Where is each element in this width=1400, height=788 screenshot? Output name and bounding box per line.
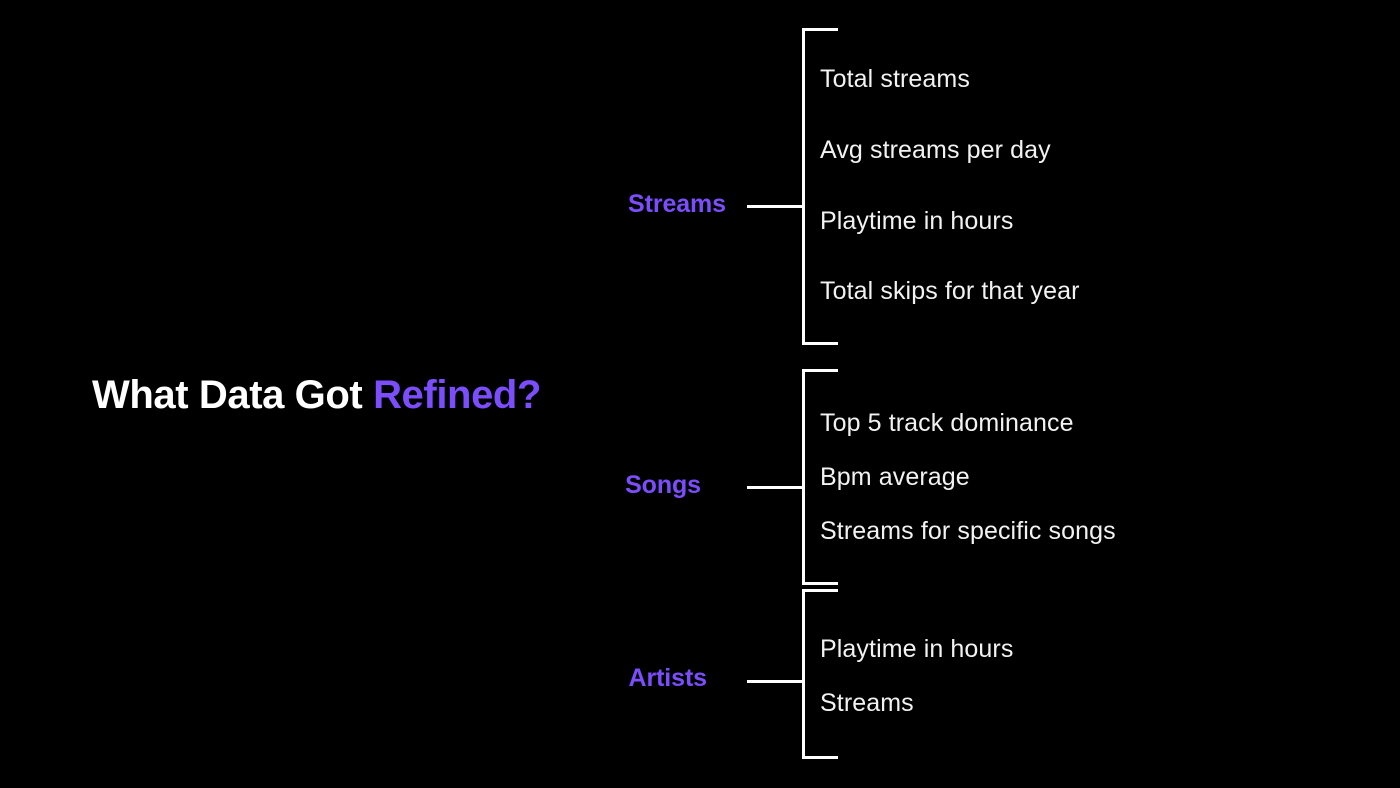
branch-connector-songs [747,486,804,489]
branch-label-songs[interactable]: Songs [625,471,701,499]
branch-label-artists[interactable]: Artists [628,664,708,692]
branch-items-songs: Top 5 track dominance Bpm average Stream… [820,396,1260,558]
list-item: Bpm average [820,462,970,491]
list-item: Playtime in hours [820,634,1014,663]
list-item: Total skips for that year [820,277,1080,306]
branch-connector-artists [747,680,804,683]
list-item: Streams [820,688,914,717]
branch-bracket-streams [802,28,838,345]
page-title-text: What Data Got Refined? [92,374,541,416]
list-item: Streams for specific songs [820,516,1116,545]
branch-bracket-artists [802,589,838,759]
page-title-accent: Refined? [373,373,541,417]
list-item: Avg streams per day [820,135,1051,164]
branch-items-artists: Playtime in hours Streams [820,622,1260,730]
list-item: Top 5 track dominance [820,408,1074,437]
branch-connector-streams [747,205,804,208]
list-item: Playtime in hours [820,206,1014,235]
page-title-plain: What Data Got [92,373,374,417]
branch-items-streams: Total streams Avg streams per day Playti… [820,44,1260,327]
branch-bracket-songs [802,369,838,585]
page-title: What Data Got Refined? [92,367,572,423]
branch-label-streams[interactable]: Streams [628,190,726,218]
list-item: Total streams [820,65,970,93]
